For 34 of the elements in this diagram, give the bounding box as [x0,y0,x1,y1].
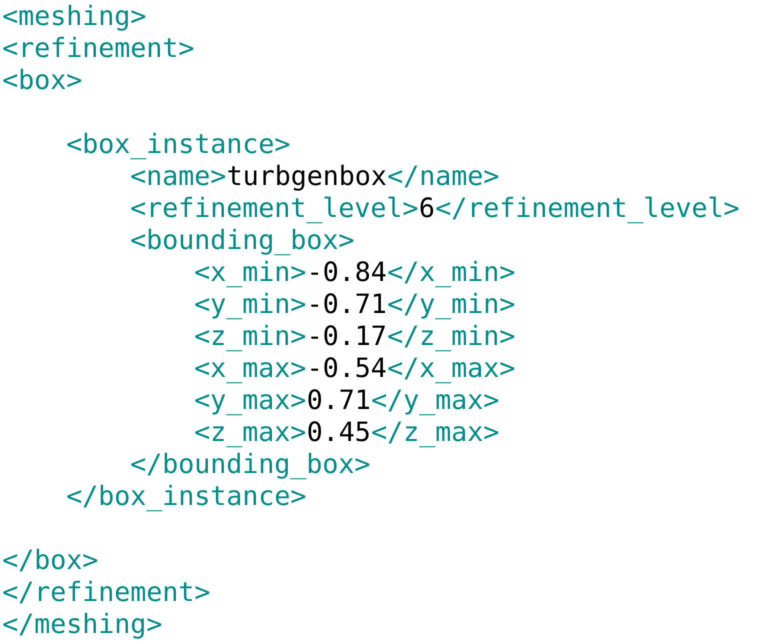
xml-tag: <meshing> [3,4,146,31]
xml-tag: <x_max> [195,362,306,384]
xml-value: 0.71 [308,389,369,410]
xml-tag: <z_min> [195,324,306,352]
xml-tag: <refinement> [3,36,194,58]
xml-tag: </refinement> [3,580,210,604]
xml-tag: <name> [131,170,226,186]
xml-tag: </meshing> [3,612,162,639]
xml-tag: </refinement_level> [436,196,738,224]
xml-tag: </box> [3,548,98,572]
xml-value: -0.17 [311,325,385,346]
xml-tag: </x_min> [388,260,514,288]
xml-tag: <refinement_level> [131,196,418,224]
xml-tag: <box> [3,68,82,90]
xml-tag: <y_max> [195,394,306,416]
xml-tag: </y_min> [388,292,514,320]
xml-tag: </z_max> [372,422,498,448]
xml-value: -0.54 [311,357,386,378]
xml-tag: <z_max> [195,426,306,448]
xml-tag: </x_max> [388,358,514,384]
xml-value: 6 [420,197,434,218]
xml-tag: <y_min> [195,292,306,320]
xml-tag: <x_min> [195,260,306,288]
xml-tag: </name> [388,166,498,188]
xml-tag: </box_instance> [67,484,306,512]
xml-value: -0.71 [311,293,385,314]
xml-tag: <bounding_box> [131,228,354,256]
xml-tag: <box_instance> [67,132,290,160]
xml-tag: </bounding_box> [131,452,370,480]
xml-tag: </z_min> [388,324,514,352]
xml-value: 0.45 [308,421,369,442]
xml-value: turbgenbox [228,164,386,191]
xml-value: -0.84 [311,261,386,282]
xml-tag: </y_max> [372,390,498,416]
